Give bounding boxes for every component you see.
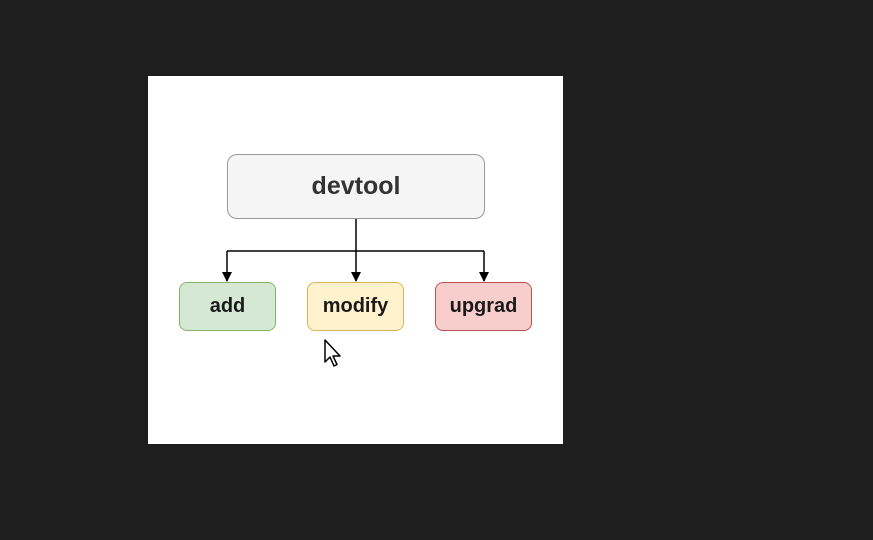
connector-lines — [222, 219, 489, 282]
node-upgrad[interactable]: upgrad — [435, 282, 532, 331]
node-devtool[interactable]: devtool — [227, 154, 485, 219]
diagram-canvas: devtool add modify upgrad — [148, 76, 563, 444]
node-modify[interactable]: modify — [307, 282, 404, 331]
node-add[interactable]: add — [179, 282, 276, 331]
mouse-pointer-icon — [324, 339, 341, 367]
